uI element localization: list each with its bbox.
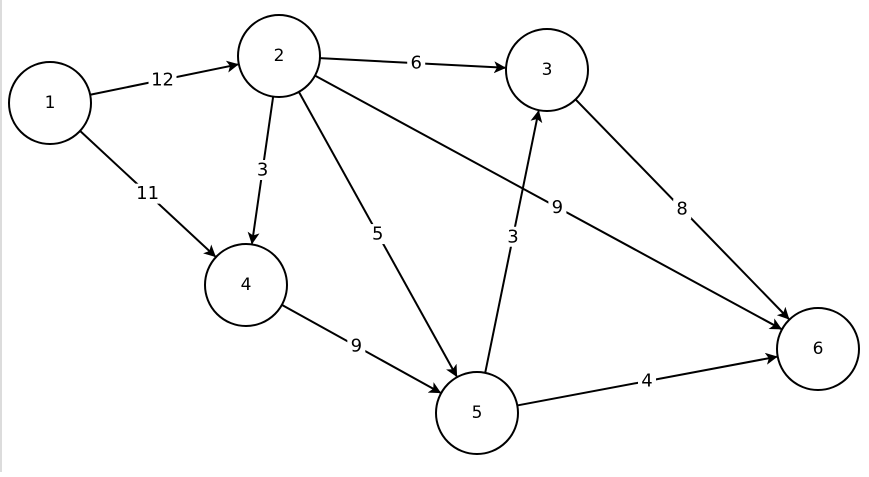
- node-label: 6: [813, 339, 824, 359]
- node-label: 4: [241, 275, 252, 295]
- node-circle: [8, 61, 92, 145]
- node-3: 3: [505, 28, 589, 112]
- edge-weight-label: 6: [410, 53, 421, 74]
- edge-3-6: 8: [574, 98, 790, 320]
- edge-weight-label: 9: [552, 197, 563, 218]
- edge-label-background: [368, 224, 387, 245]
- node-4: 4: [204, 243, 288, 327]
- node-circle: [505, 28, 589, 112]
- edge-2-4: 3: [247, 96, 275, 245]
- edge-weight-label: 3: [507, 226, 518, 247]
- edge-weight-label: 5: [372, 224, 383, 245]
- edge-label-background: [638, 371, 657, 392]
- edge-weight-label: 12: [151, 69, 174, 90]
- node-circle: [204, 243, 288, 327]
- edge-5-6: 4: [517, 352, 778, 407]
- edge-1-2: 12: [89, 60, 239, 96]
- edge-1-4: 11: [79, 130, 216, 258]
- edge-arrow-2-6: [314, 74, 782, 330]
- edge-label-background: [548, 197, 567, 218]
- edge-weight-label: 4: [641, 371, 652, 392]
- node-circle: [237, 14, 321, 98]
- node-label: 2: [274, 46, 285, 66]
- edge-label-background: [148, 69, 177, 90]
- node-label: 3: [542, 60, 553, 80]
- node-5: 5: [435, 371, 519, 455]
- node-1: 1: [8, 61, 92, 145]
- edges-layer: 12 11 6 3 5 9 8 9 3 4: [79, 53, 790, 407]
- node-label: 1: [45, 93, 56, 113]
- edge-label-background: [133, 183, 162, 204]
- edge-2-5: 5: [298, 91, 458, 378]
- edge-label-background: [253, 160, 272, 181]
- edge-label-background: [347, 336, 366, 357]
- edge-2-3: 6: [319, 53, 507, 74]
- edge-weight-label: 3: [257, 160, 268, 181]
- node-circle: [435, 371, 519, 455]
- edge-2-6: 9: [314, 74, 782, 330]
- edge-5-3: 3: [484, 110, 543, 374]
- edge-4-5: 9: [281, 303, 442, 394]
- node-circle: [776, 307, 860, 391]
- node-label: 5: [472, 403, 483, 423]
- node-6: 6: [776, 307, 860, 391]
- edge-weight-label: 8: [676, 199, 687, 220]
- edge-label-background: [673, 199, 692, 220]
- edge-label-background: [503, 226, 522, 247]
- edge-weight-label: 9: [351, 336, 362, 357]
- edge-label-background: [407, 53, 426, 74]
- node-2: 2: [237, 14, 321, 98]
- left-divider: [0, 0, 2, 472]
- edge-weight-label: 11: [136, 183, 159, 204]
